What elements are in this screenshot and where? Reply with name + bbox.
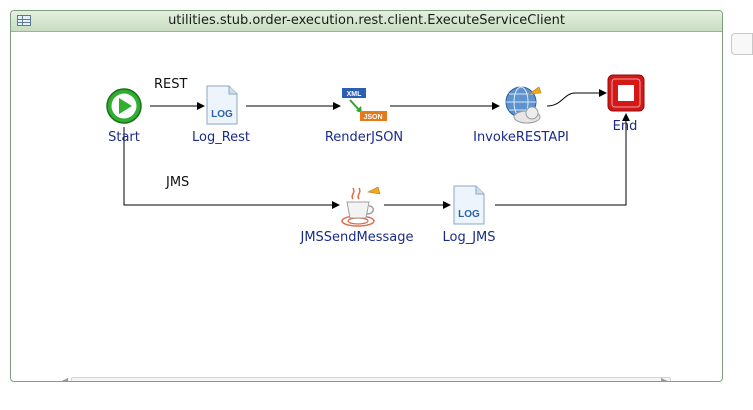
start-label: Start	[108, 130, 140, 145]
stop-icon	[607, 74, 645, 112]
jms-send-message-label: JMSSendMessage	[300, 230, 414, 245]
end-node[interactable]	[607, 74, 645, 116]
end-label: End	[612, 119, 638, 134]
title-bar: utilities.stub.order-execution.rest.clie…	[11, 11, 722, 32]
log-file-icon: LOG	[453, 185, 485, 225]
scroll-right-arrow-icon[interactable]: ▶	[661, 376, 668, 382]
transition-lines	[123, 89, 630, 209]
globe-cloud-icon	[505, 86, 542, 124]
invoke-rest-api-label: InvokeRESTAPI	[473, 130, 569, 145]
transition-label-jms: JMS	[166, 175, 190, 190]
log-jms-node[interactable]: LOG	[452, 185, 486, 229]
scroll-left-arrow-icon[interactable]: ◀	[62, 376, 69, 382]
log-jms-label: Log_JMS	[442, 230, 496, 245]
table-grid-icon	[17, 15, 31, 26]
horizontal-scrollbar[interactable]	[71, 377, 671, 381]
window-title: utilities.stub.order-execution.rest.clie…	[168, 13, 565, 28]
svg-text:JSON: JSON	[363, 114, 382, 121]
log-rest-label: Log_Rest	[191, 130, 251, 145]
transition-start-to-jms[interactable]	[123, 127, 340, 209]
jms-send-message-node[interactable]	[338, 185, 384, 231]
transition-label-rest: REST	[154, 77, 188, 92]
process-canvas[interactable]: REST JMS Start LOG Log_Rest XML	[12, 32, 722, 377]
render-json-node[interactable]: XML JSON	[340, 87, 388, 125]
transition-invoke-to-end[interactable]	[546, 89, 607, 107]
svg-text:LOG: LOG	[211, 109, 233, 120]
play-icon	[106, 88, 142, 124]
coffee-cup-icon	[341, 186, 381, 227]
svg-text:XML: XML	[347, 91, 363, 98]
svg-text:LOG: LOG	[458, 209, 480, 220]
side-panel-tab[interactable]	[731, 33, 753, 55]
xml-to-json-icon: XML JSON	[342, 88, 387, 121]
transition-log-jms-to-end[interactable]	[495, 113, 630, 206]
log-rest-node[interactable]: LOG	[205, 85, 239, 129]
log-file-icon: LOG	[206, 85, 238, 125]
process-editor-window: utilities.stub.order-execution.rest.clie…	[10, 10, 723, 382]
start-node[interactable]	[105, 87, 143, 129]
render-json-label: RenderJSON	[324, 130, 404, 145]
invoke-rest-api-node[interactable]	[501, 84, 545, 130]
